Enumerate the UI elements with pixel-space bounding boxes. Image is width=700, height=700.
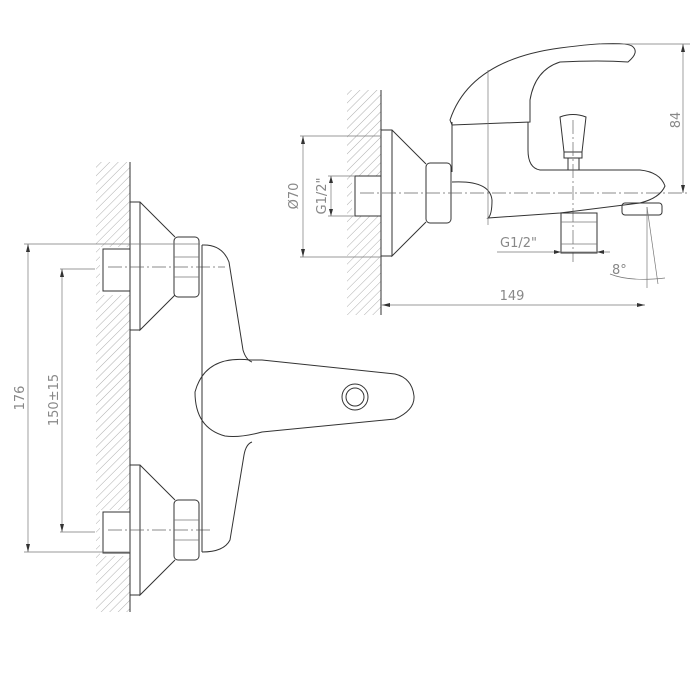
dim-diameter-70: Ø70 bbox=[287, 183, 302, 210]
side-body bbox=[451, 122, 666, 219]
dim-inlet-thread: G1/2" bbox=[315, 178, 330, 215]
lever-cap-inner bbox=[345, 387, 365, 407]
mixer-body bbox=[201, 244, 253, 553]
shower-outlet bbox=[560, 212, 598, 254]
dim-176: 176 bbox=[13, 386, 28, 411]
upper-inlet-pipe bbox=[102, 248, 131, 292]
dim-84: 84 bbox=[669, 112, 684, 129]
dim-angle-8: 8° bbox=[612, 263, 627, 278]
dim-149: 149 bbox=[500, 289, 525, 304]
front-dimensions: 176 150±15 bbox=[13, 243, 200, 553]
side-flange bbox=[381, 129, 427, 258]
dim-150: 150±15 bbox=[47, 374, 62, 426]
spout-aerator bbox=[621, 202, 663, 216]
side-dimensions: 84 Ø70 G1/2" G1/2" 8° 149 bbox=[287, 43, 690, 307]
side-lever bbox=[449, 42, 636, 126]
lever-handle bbox=[194, 358, 415, 437]
side-view bbox=[347, 42, 690, 315]
diverter-knob bbox=[559, 114, 587, 170]
front-view bbox=[96, 162, 415, 612]
lower-flange bbox=[130, 464, 176, 597]
dim-outlet-thread: G1/2" bbox=[500, 236, 537, 251]
side-inlet-pipe bbox=[354, 175, 382, 217]
upper-flange bbox=[130, 201, 176, 332]
lower-inlet-pipe bbox=[102, 511, 131, 554]
lever-cap-outer bbox=[341, 383, 369, 411]
